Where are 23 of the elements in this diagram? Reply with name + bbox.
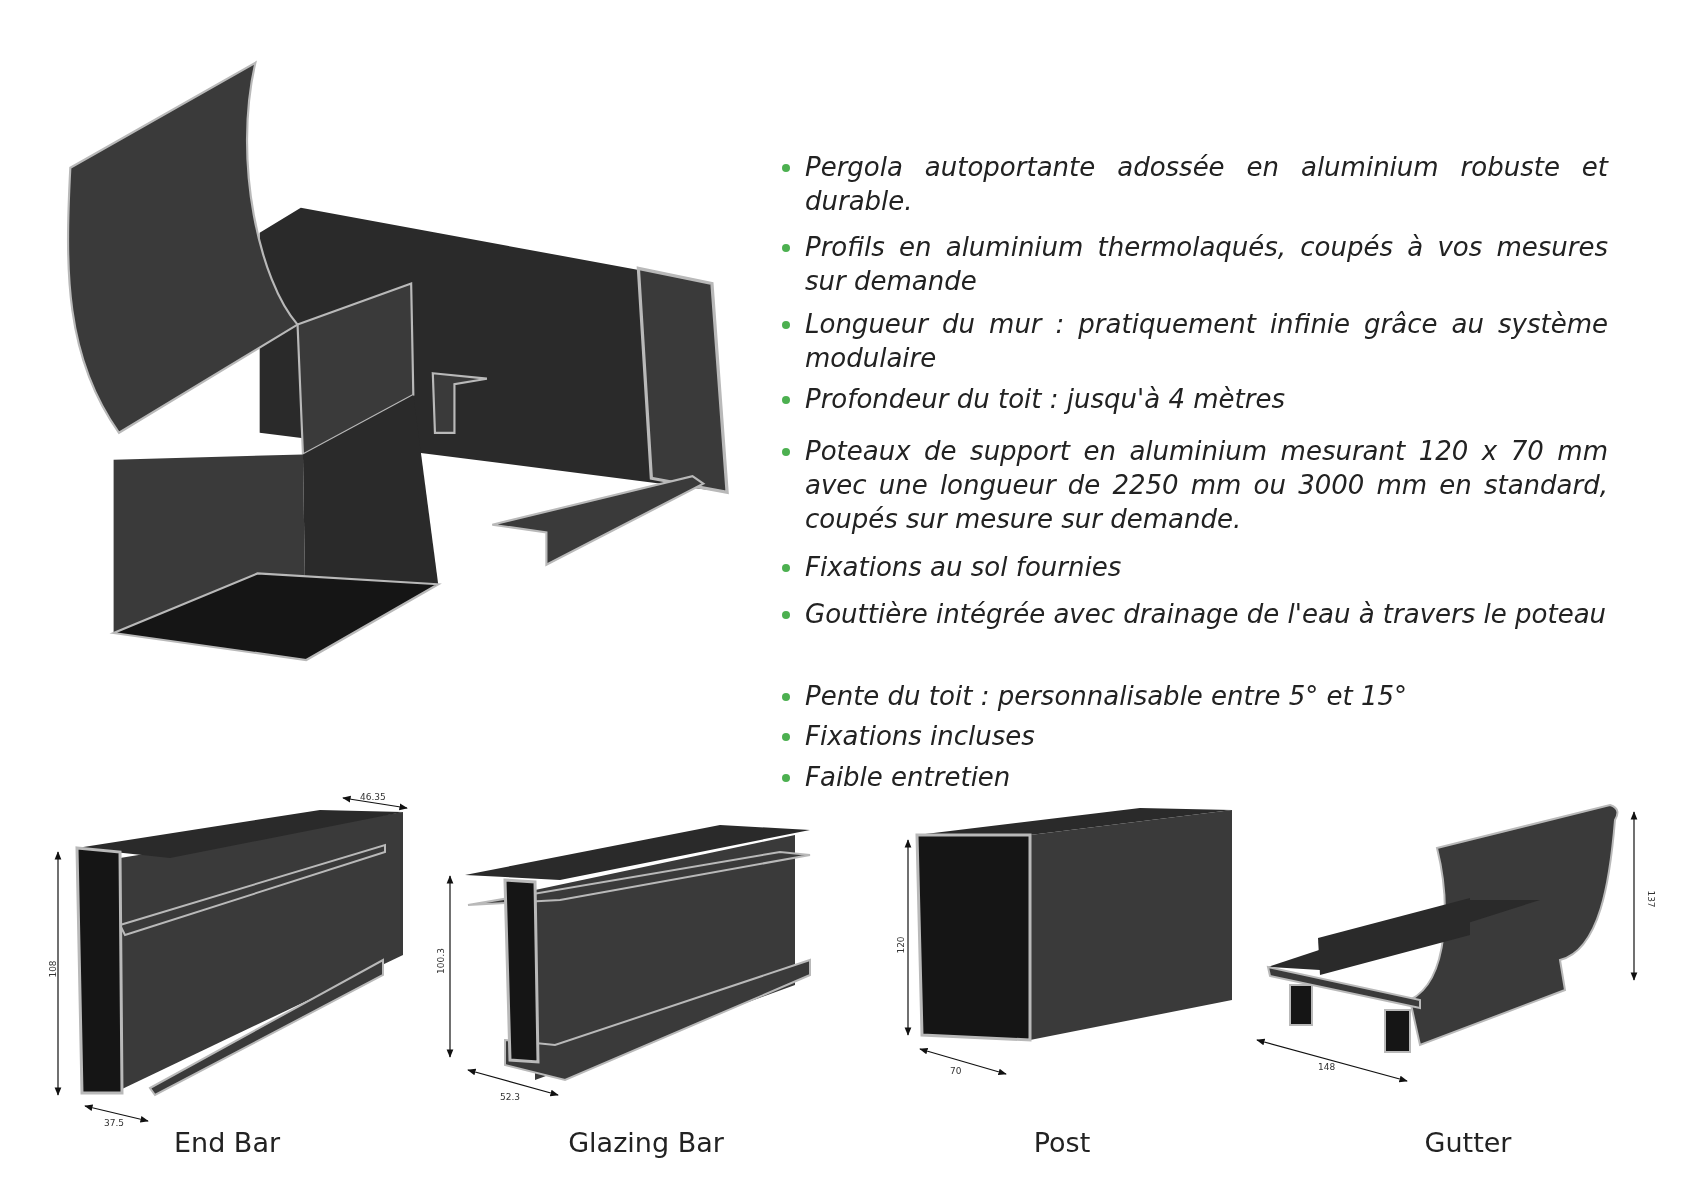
dimension-label: 108 xyxy=(47,960,58,978)
dimension-label: 137 xyxy=(1645,890,1656,908)
bullet-text: Profondeur du toit : jusqu'à 4 mètres xyxy=(805,383,1286,416)
dimension-label: 37.5 xyxy=(104,1118,125,1128)
bullet-text: Faible entretien xyxy=(805,761,1012,794)
bullet-text: Fixations au sol fournies xyxy=(805,551,1123,584)
bullet-text: Gouttière intégrée avec drainage de l'eau à travers le poteau xyxy=(805,598,1608,631)
profile-caption: Gutter xyxy=(1424,1127,1512,1159)
bullet-text: Profils en aluminium thermolaqués, coupés à vos mesures sur demande xyxy=(805,231,1608,298)
profile-caption: Post xyxy=(1033,1127,1091,1159)
dimension-label: 46.35 xyxy=(360,792,386,802)
bullet-text: Longueur du mur : pratiquement infinie grâce au système modulaire xyxy=(805,308,1608,375)
dimension-label: 52.3 xyxy=(500,1092,521,1102)
profile-caption: End Bar xyxy=(173,1127,281,1159)
bullet-text: Pente du toit : personnalisable entre 5° et 15° xyxy=(805,680,1409,713)
dimension-label: 100.3 xyxy=(435,948,446,974)
dimension-label: 70 xyxy=(950,1066,962,1076)
dimension-label: 120 xyxy=(895,936,906,954)
dimension-label: 148 xyxy=(1318,1062,1336,1072)
bullet-text: Poteaux de support en aluminium mesurant 120 x 70 mm avec une longueur de 2250 mm ou 3000 mm en standard, coupés sur mesure sur demande. xyxy=(805,435,1608,536)
bullet-text: Pergola autoportante adossée en aluminium robuste et durable. xyxy=(805,151,1608,218)
bullet-text: Fixations incluses xyxy=(805,720,1036,753)
profile-caption: Glazing Bar xyxy=(568,1127,724,1159)
